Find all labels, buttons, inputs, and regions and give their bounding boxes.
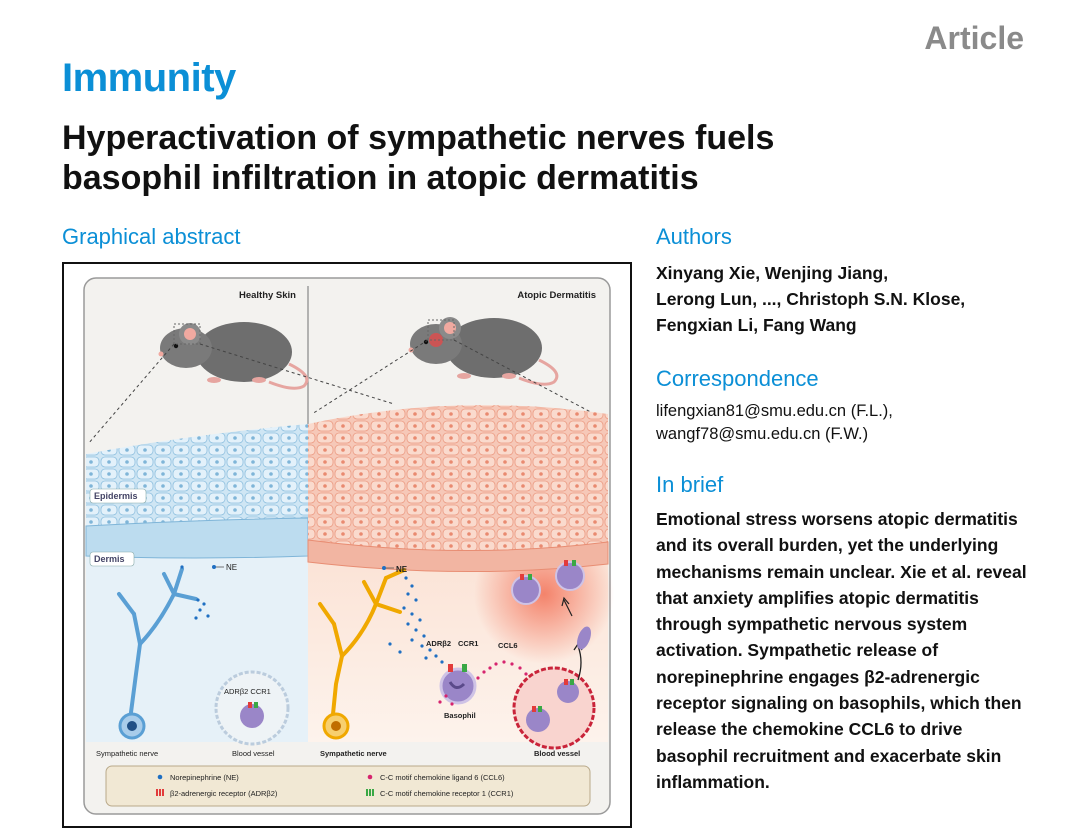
correspondence-email-2[interactable]: wangf78@smu.edu.cn (F.W.) [656,425,869,443]
epidermis-label: Epidermis [94,491,138,501]
epidermis-atopic-basal [307,539,609,573]
ne-dots-atopic [388,576,444,664]
zoom-lines [87,339,605,445]
in-brief-heading: In brief [656,472,724,497]
ccl6-label: CCL6 [498,641,518,650]
article-title: Hyperactivation of sympathetic nerves fu… [62,118,962,198]
in-brief-text: Emotional stress worsens atopic dermatit… [656,509,1027,792]
graphical-abstract-heading: Graphical abstract [62,224,241,249]
ne-legend-icon [157,774,163,780]
adrb2-label-atopic: ADRβ2 [426,639,451,648]
authors-line-1: Xinyang Xie, Wenjing Jiang, [656,263,889,283]
authors-line-2: Lerong Lun, ..., Christoph S.N. Klose, [656,289,966,309]
basophil-healthy-icon [240,704,264,728]
ne-dots-healthy [180,565,210,620]
legend-ccr1: C-C motif chemokine receptor 1 (CCR1) [380,789,514,798]
legend-ne: Norepinephrine (NE) [170,773,239,782]
infiltrating-basophil-2 [555,561,585,591]
graphical-abstract-illustration: Healthy Skin Atopic Dermatitis [83,277,614,815]
ne-label-atopic: NE [396,565,408,574]
sympathetic-nerve-healthy [117,567,198,722]
ccr1-label-atopic: CCR1 [458,639,478,648]
legend-adrb2: β2-adrenergic receptor (ADRβ2) [170,789,278,798]
mouse-healthy-icon [158,322,309,390]
title-line-2: basophil infiltration in atopic dermatit… [62,159,699,197]
blood-vessel-label-healthy: Blood vessel [232,749,275,758]
healthy-skin-title: Healthy Skin [239,290,296,301]
journal-name[interactable]: Immunity [62,56,236,100]
ccr1-legend-icon [366,789,374,796]
title-line-1: Hyperactivation of sympathetic nerves fu… [62,119,775,157]
ccl6-legend-icon [367,774,373,780]
correspondence-email-1[interactable]: lifengxian81@smu.edu.cn (F.L.), [656,402,893,420]
infiltrating-basophil-1 [511,575,541,605]
adrb2-ccr1-label-healthy: ADRβ2 CCR1 [224,687,271,696]
basophil-label: Basophil [444,711,476,720]
legend-box [105,765,591,807]
blood-vessel-label-atopic: Blood vessel [534,749,580,758]
correspondence-heading: Correspondence [656,366,819,391]
sympathetic-nerve-label-atopic: Sympathetic nerve [320,749,387,758]
graphical-abstract-figure: Healthy Skin Atopic Dermatitis [62,262,632,828]
mouse-atopic-icon [408,317,559,386]
ne-label-healthy: NE [226,563,237,572]
atopic-dermatitis-title: Atopic Dermatitis [517,290,596,301]
legend-ccl6: C-C motif chemokine ligand 6 (CCL6) [380,773,505,782]
authors-list: Xinyang Xie, Wenjing Jiang, Lerong Lun, … [656,260,1036,338]
article-type-label: Article [924,20,1024,56]
blood-vessel-atopic [512,666,596,750]
sympathetic-nerve-label-healthy: Sympathetic nerve [96,749,158,758]
sympathetic-nerve-atopic [318,568,406,726]
dermis-label: Dermis [94,554,125,564]
correspondence-emails: lifengxian81@smu.edu.cn (F.L.), wangf78@… [656,400,1036,446]
epidermis-atopic [308,405,608,566]
authors-line-3: Fengxian Li, Fang Wang [656,315,857,335]
epidermis-healthy [86,424,308,534]
adrb2-legend-icon [156,789,164,796]
authors-heading: Authors [656,224,732,249]
